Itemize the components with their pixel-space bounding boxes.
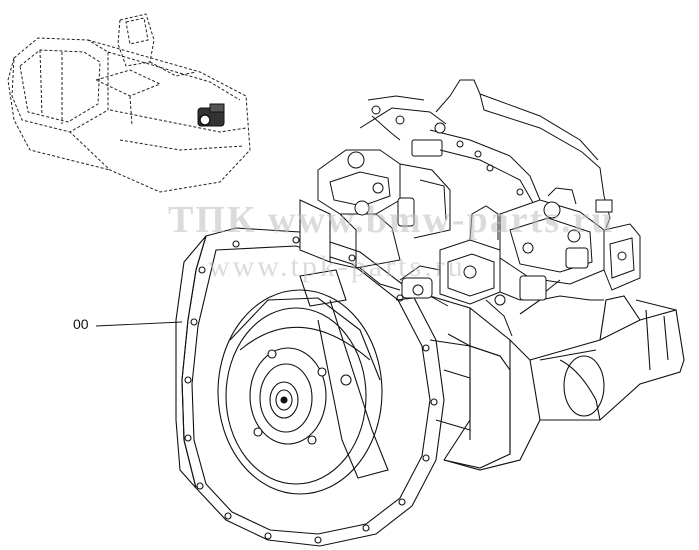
excavator-locator-thumbnail	[8, 14, 250, 192]
watermark-line-2: www.tpk-parts.ru	[208, 250, 466, 283]
watermark-line-1: ТПК www.bmw-parts.ru	[168, 199, 615, 241]
callout-leader-line	[96, 322, 182, 326]
gear-case	[430, 340, 510, 468]
pump-housing	[410, 290, 684, 470]
valve-block-assembly	[300, 80, 640, 336]
engine-location-marker	[198, 104, 224, 126]
flywheel	[218, 270, 388, 494]
engine-assembly-drawing	[96, 80, 684, 546]
part-callout-label: 00	[73, 316, 89, 332]
